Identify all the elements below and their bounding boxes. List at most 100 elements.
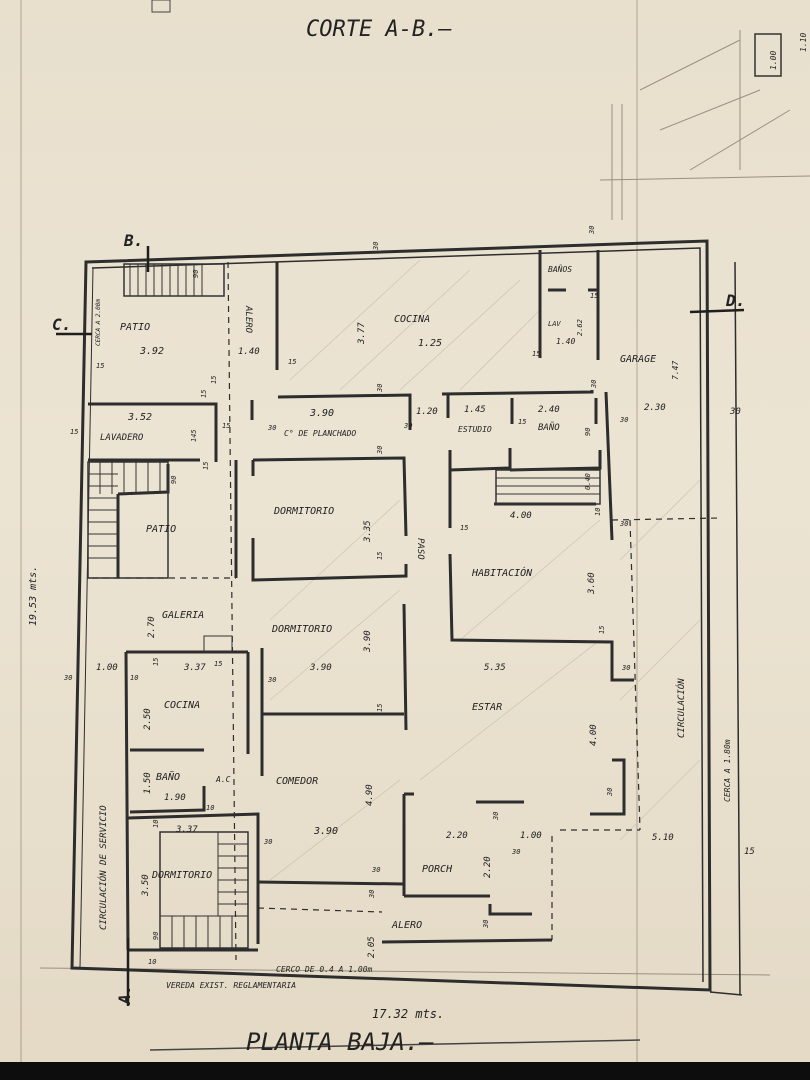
wall-thickness: 30 bbox=[606, 788, 614, 797]
wall-thickness: 15 bbox=[202, 462, 210, 470]
wall-thickness: 10 bbox=[130, 674, 138, 682]
total-width: 17.32 mts. bbox=[372, 1007, 444, 1021]
cut-marker-c: C. bbox=[52, 315, 71, 334]
dimension: 4.00 bbox=[510, 511, 532, 521]
dimension: 3.60 bbox=[587, 572, 597, 595]
wall-thickness: 15 bbox=[200, 390, 208, 398]
wall-thickness: 10 bbox=[148, 958, 156, 966]
wall-thickness: 30 bbox=[376, 384, 384, 393]
wall-thickness: 30 bbox=[492, 812, 500, 821]
wall-thickness: 10 bbox=[594, 508, 602, 516]
room-porch: PORCH bbox=[422, 864, 453, 875]
room-patio: PATIO bbox=[146, 524, 176, 535]
wall-thickness: 15 bbox=[214, 660, 222, 668]
section-markers bbox=[56, 246, 745, 1006]
wall-thickness: 10 bbox=[152, 820, 160, 828]
dimension: 1.00 bbox=[520, 831, 542, 841]
elevation-fragment bbox=[754, 33, 782, 77]
wall-thickness: 15 bbox=[70, 428, 78, 436]
dimension: 3.50 bbox=[141, 874, 151, 897]
wall-thickness: 30 bbox=[372, 242, 380, 251]
cut-marker-a: A. bbox=[115, 985, 134, 1005]
wall-thickness: 30 bbox=[619, 520, 628, 528]
dimension: 3.90 bbox=[309, 408, 334, 419]
wall-thickness: 90 bbox=[152, 932, 160, 940]
room-dormitorio-2: DORMITORIO bbox=[271, 624, 332, 635]
stamp-box bbox=[151, 0, 171, 13]
wall-thickness: 30 bbox=[403, 422, 412, 430]
room-planchado: C° DE PLANCHADO bbox=[284, 429, 356, 438]
cerca-left: CERCA A 2.00m bbox=[95, 299, 102, 346]
cerca-right: CERCA A 1.80m bbox=[723, 739, 732, 802]
cut-marker-d: D. bbox=[725, 291, 745, 310]
wall-thickness: 30 bbox=[263, 838, 272, 846]
dimension: 1.40 bbox=[556, 337, 575, 346]
wall-thickness: 30 bbox=[376, 446, 384, 455]
room-paso: PASO bbox=[415, 538, 425, 560]
paper-fold-left bbox=[20, 0, 22, 1080]
dimension: 4.00 bbox=[589, 724, 599, 746]
room-patio-top: PATIO bbox=[120, 322, 150, 333]
wall-thickness: 10 bbox=[206, 804, 214, 812]
wall-thickness: 30 bbox=[588, 226, 596, 235]
dimension: 2.62 bbox=[576, 319, 584, 336]
wall-thickness: 15 bbox=[518, 418, 526, 426]
wall-thickness-labels: 30 30 90 15 15 15 30 30 15 15 15 30 30 1… bbox=[63, 226, 755, 966]
wall-thickness: 30 bbox=[267, 424, 276, 432]
wall-thickness: 30 bbox=[267, 676, 276, 684]
room-garage: GARAGE bbox=[620, 354, 656, 365]
paper-fold bbox=[636, 0, 638, 1080]
dimension: 1.40 bbox=[238, 347, 260, 357]
wall-thickness: 15 bbox=[598, 626, 606, 634]
circulacion-right: CIRCULACIÓN bbox=[675, 678, 687, 738]
plan-title: PLANTA BAJA.— bbox=[246, 1028, 434, 1056]
room-alero-porch: ALERO bbox=[391, 920, 422, 931]
wall-thickness: 30 bbox=[619, 416, 628, 424]
wall-thickness: 30 bbox=[63, 674, 72, 682]
dimension: 1.00 bbox=[96, 663, 118, 673]
section-title: CORTE A-B.— bbox=[306, 17, 452, 42]
dimension: 1.20 bbox=[416, 407, 438, 417]
room-labels: PATIO COCINA BAÑOS GARAGE LAVADERO C° DE… bbox=[95, 264, 732, 990]
dimension: 2.70 bbox=[147, 616, 157, 638]
dimension: 2.20 bbox=[446, 831, 468, 841]
wall-thickness: 30 bbox=[621, 664, 630, 672]
interior-walls bbox=[88, 250, 634, 952]
wall-thickness: 15 bbox=[210, 376, 218, 384]
wall-thickness: 30 bbox=[368, 890, 376, 899]
room-dormitorio-servicio: DORMITORIO bbox=[151, 870, 212, 881]
wall-thickness: 15 bbox=[376, 552, 384, 560]
dimension: 1.90 bbox=[164, 793, 186, 803]
room-galeria: GALERIA bbox=[162, 610, 204, 621]
room-ac: A.C bbox=[215, 775, 231, 784]
room-banio-top: BAÑOS bbox=[548, 264, 572, 274]
wall-thickness: 90 bbox=[170, 476, 178, 484]
dimension: 1.25 bbox=[418, 338, 442, 349]
wall-thickness: 15 bbox=[222, 422, 230, 430]
dimension: 3.90 bbox=[309, 663, 332, 673]
room-habitacion: HABITACIÓN bbox=[471, 566, 533, 579]
dimension: 1.00 bbox=[769, 51, 778, 70]
dimension: 2.50 bbox=[143, 708, 153, 730]
wall-thickness: 145 bbox=[190, 429, 198, 442]
dimension: 4.90 bbox=[365, 784, 375, 806]
dimension: 3.92 bbox=[139, 346, 164, 357]
dimension: 5.10 bbox=[652, 833, 674, 843]
dimension: 3.35 bbox=[363, 520, 373, 543]
dimension: 3.52 bbox=[127, 412, 152, 423]
dimension: 7.47 bbox=[671, 361, 680, 380]
dimension-labels: 3.92 1.25 1.40 3.52 3.90 1.20 1.45 2.40 … bbox=[28, 33, 808, 1021]
dimension: 1.10 bbox=[799, 33, 808, 52]
dimension: 1.45 bbox=[464, 405, 486, 415]
room-banio-servicio: BAÑO bbox=[156, 770, 180, 783]
outer-walls bbox=[70, 239, 743, 996]
dimension: LAV bbox=[548, 320, 561, 328]
wall-thickness: 30 bbox=[590, 380, 598, 389]
room-dormitorio-1: DORMITORIO bbox=[273, 506, 334, 517]
wall-thickness: 15 bbox=[590, 292, 598, 300]
construction-lines bbox=[39, 30, 810, 1051]
wall-thickness: 90 bbox=[192, 270, 200, 278]
dimension: 2.30 bbox=[644, 403, 666, 413]
wall-thickness: 30 bbox=[729, 407, 741, 417]
